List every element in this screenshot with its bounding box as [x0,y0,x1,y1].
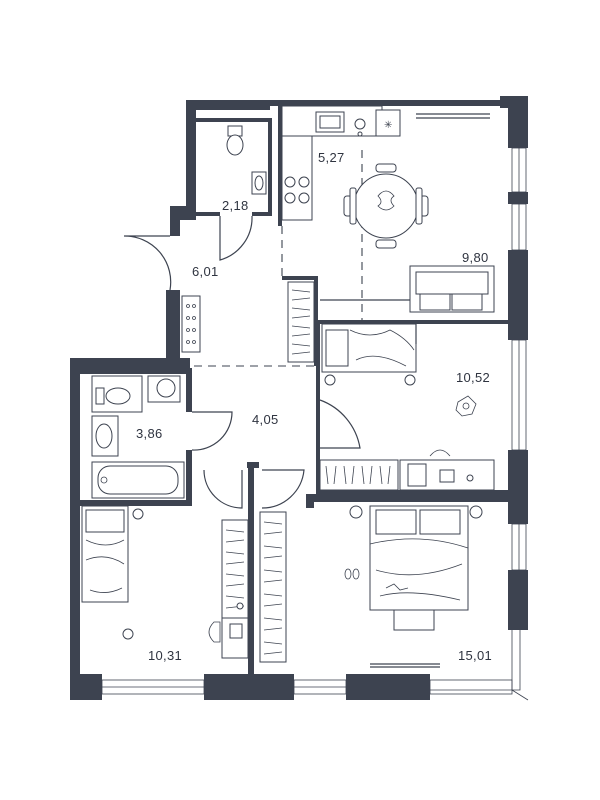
outer-walls [70,96,529,701]
toilet-bowl-icon [226,125,244,156]
furniture: ✳ [81,105,495,668]
wardrobe-corridor [259,511,287,663]
round-basin-icon [147,375,181,403]
wardrobe-left [221,519,249,619]
svg-text:✳: ✳ [384,120,392,131]
wardrobe-bedroom [319,459,399,491]
bath-sink-icon [91,415,119,457]
area-bedroom-right: 10,52 [456,370,490,385]
shoe-rack-icon [181,295,201,353]
double-bed-icon [349,505,483,611]
area-toilet: 2,18 [222,198,249,213]
area-master-bedroom: 15,01 [458,648,492,663]
rug-icon [122,628,134,640]
doors [123,215,361,509]
desk-icon [399,449,495,491]
area-corridor: 4,05 [252,412,279,427]
area-living: 9,80 [462,250,489,265]
area-hall: 6,01 [192,264,219,279]
wardrobe-hall [287,281,315,363]
bath-toilet-icon [91,375,143,413]
dining-table-icon [343,163,429,249]
room-areas: 2,18 5,27 9,80 6,01 10,52 3,86 4,05 10,3… [136,150,492,663]
interior-walls [80,106,508,674]
bench-icon [393,609,435,631]
bed-icon [321,323,417,373]
area-bedroom-left: 10,31 [148,648,182,663]
desk-left-icon [208,602,249,659]
zone-dividers [180,150,363,367]
small-sink-icon [251,171,267,195]
area-bathroom: 3,86 [136,426,163,441]
chair-icon [455,395,477,417]
stove-icon [284,176,310,204]
bathtub-icon [91,461,185,499]
sofa-icon [409,265,495,313]
single-bed-icon [81,505,144,603]
area-kitchen: 5,27 [318,150,345,165]
slippers-icon [344,568,360,580]
